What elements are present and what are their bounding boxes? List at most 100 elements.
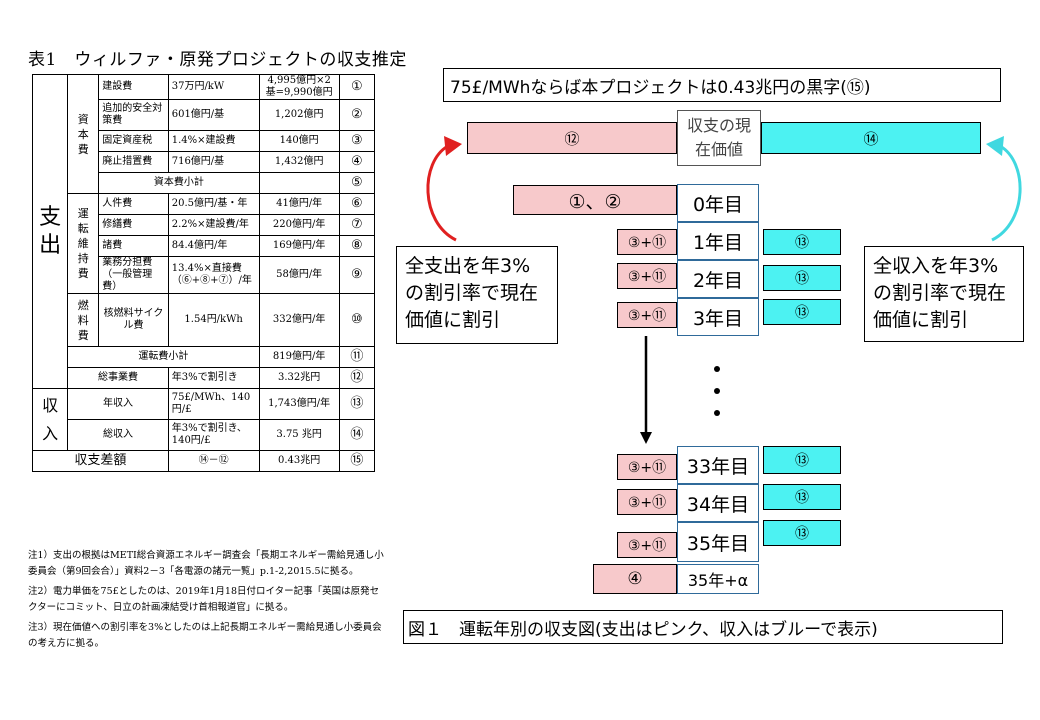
cell-unit: 716億円/基 — [167, 151, 260, 173]
ellipsis-dot — [714, 410, 720, 416]
ellipsis-dot — [714, 366, 720, 372]
year-2: 2年目 — [677, 260, 759, 298]
income-bar: ⑬ — [763, 265, 841, 291]
cell-value: 1,743億円/年 — [258, 388, 340, 420]
capital-label: 資本費 — [67, 74, 100, 194]
table-row: 諸費 84.4億円/年 169億円/年 ⑧ — [33, 235, 376, 257]
cell-num: ⑧ — [338, 235, 376, 257]
pv-income-bar: ⑭ — [761, 122, 981, 154]
pv-label: 収支の現在価値 — [677, 110, 761, 166]
cell-item: 建設費 — [98, 74, 169, 100]
cell-item: 年収入 — [67, 388, 169, 420]
cell-unit: 84.4億円/年 — [167, 235, 260, 257]
note-2: 注2）電力単価を75£としたのは、2019年1月18日付ロイター記事「英国は原発… — [28, 586, 380, 613]
cell-num: ⑪ — [338, 346, 376, 368]
table-row: 運転費小計 819億円/年 ⑪ — [33, 346, 376, 368]
right-note: 全収入を年3%の割引率で現在価値に割引 — [864, 246, 1024, 342]
cell-unit: 年3%で割引き、140円/£ — [167, 419, 260, 451]
cell-item: 収支差額 — [32, 450, 169, 472]
cell-num: ⑬ — [338, 388, 376, 420]
note-1: 注1）支出の根拠はMETI総合資源エネルギー調査会「長期エネルギー需給見通し小委… — [28, 550, 384, 577]
cell-num: ② — [338, 99, 376, 131]
table-title: 表1 ウィルファ・原発プロジェクトの収支推定 — [28, 50, 407, 70]
initial-cost-bar: ①、② — [513, 185, 677, 215]
table-row: 総収入 年3%で割引き、140円/£ 3.75 兆円 ⑭ — [33, 419, 376, 451]
cell-num: ⑩ — [338, 293, 376, 347]
cell-num: ⑨ — [338, 256, 376, 294]
cell-item: 運転費小計 — [67, 346, 260, 368]
op-cost-bar: ③+⑪ — [617, 489, 677, 515]
headline-box: 75£/MWhならば本プロジェクトは0.43兆円の黒字(⑮) — [443, 68, 1001, 102]
table-row: 追加的安全対策費 601億円/基 1,202億円 ② — [33, 99, 376, 131]
cell-num: ⑦ — [338, 214, 376, 236]
cell-value: 0.43兆円 — [258, 450, 340, 472]
cell-unit: 13.4%×直接費（⑥+⑧+⑦）/年 — [167, 256, 260, 294]
cell-unit: 年3%で割引き — [167, 367, 260, 389]
table-row: 業務分担費（一般管理費） 13.4%×直接費（⑥+⑧+⑦）/年 58億円/年 ⑨ — [33, 256, 376, 294]
cell-value: 819億円/年 — [258, 346, 340, 368]
expense-label: 支出 — [31, 74, 69, 389]
right-curved-arrow-icon — [986, 136, 1022, 242]
cell-item: 人件費 — [98, 193, 169, 215]
cell-item: 総事業費 — [67, 367, 169, 389]
pv-cost-bar: ⑫ — [467, 122, 677, 154]
cell-num: ③ — [338, 130, 376, 152]
table-row: 収入 年収入 75£/MWh、140円/£ 1,743億円/年 ⑬ — [31, 388, 376, 451]
cell-num: ⑭ — [338, 419, 376, 451]
cell-item: 固定資産税 — [98, 130, 169, 152]
table-row: 固定資産税 1.4%×建設費 140億円 ③ — [33, 130, 376, 152]
income-bar: ⑬ — [763, 484, 841, 510]
table-row: 総事業費 年3%で割引き 3.32兆円 ⑫ — [33, 367, 376, 389]
cell-unit: 601億円/基 — [167, 99, 260, 131]
table-row: 廃止措置費 716億円/基 1,432億円 ④ — [33, 151, 376, 173]
cell-item: 修繕費 — [98, 214, 169, 236]
cell-num: ⑥ — [338, 193, 376, 215]
cell-unit: 1.4%×建設費 — [167, 130, 260, 152]
year-34: 34年目 — [677, 484, 759, 522]
balance-table: 支出 資本費 建設費 37万円/kW 4,995億円×2基=9,990億円 ① … — [31, 74, 376, 472]
cell-num: ⑮ — [338, 450, 376, 472]
year-0: 0年目 — [677, 184, 759, 222]
cell-value: 169億円/年 — [258, 235, 340, 257]
op-cost-bar: ③+⑪ — [617, 263, 677, 289]
year-35: 35年目 — [677, 522, 759, 562]
cell-value: 4,995億円×2基=9,990億円 — [258, 74, 340, 100]
cell-value: 58億円/年 — [258, 256, 340, 294]
cell-unit: 75£/MWh、140円/£ — [167, 388, 260, 420]
cell-unit: 2.2%×建設費/年 — [167, 214, 260, 236]
op-cost-bar: ③+⑪ — [617, 454, 677, 480]
year-1: 1年目 — [677, 222, 759, 260]
table-notes: 注1）支出の根拠はMETI総合資源エネルギー調査会「長期エネルギー需給見通し小委… — [28, 548, 388, 656]
year-33: 33年目 — [677, 446, 759, 484]
cell-unit: ⑭－⑫ — [167, 450, 260, 472]
cell-value: 140億円 — [258, 130, 340, 152]
note-3: 注3）現在価値への割引率を3%としたのは上記長期エネルギー需給見通し小委員会の考… — [28, 622, 382, 649]
cell-item: 核燃料サイクル費 — [98, 293, 169, 347]
cell-value: 1,432億円 — [258, 151, 340, 173]
cell-value: 220億円/年 — [258, 214, 340, 236]
cell-num: ⑤ — [338, 172, 376, 194]
cell-value — [258, 172, 340, 194]
income-bar: ⑬ — [763, 299, 841, 325]
cell-unit: 37万円/kW — [167, 74, 260, 100]
op-cost-bar: ③+⑪ — [617, 229, 677, 255]
cell-value: 332億円/年 — [258, 293, 340, 347]
cell-item: 業務分担費（一般管理費） — [98, 256, 169, 294]
cell-num: ⑫ — [338, 367, 376, 389]
table-row: 運転維持費 人件費 20.5億円/基・年 41億円/年 ⑥ — [33, 193, 376, 294]
left-curved-arrow-icon — [426, 136, 462, 242]
year-3: 3年目 — [677, 298, 759, 336]
decommission-bar: ④ — [593, 564, 677, 594]
op-cost-bar: ③+⑪ — [617, 302, 677, 328]
year-35-plus: 35年+α — [677, 564, 759, 594]
cell-value: 1,202億円 — [258, 99, 340, 131]
table-row: 支出 資本費 建設費 37万円/kW 4,995億円×2基=9,990億円 ① — [31, 74, 376, 389]
income-bar: ⑬ — [763, 229, 841, 255]
table-row: 収支差額 ⑭－⑫ 0.43兆円 ⑮ — [32, 450, 376, 472]
time-arrow-icon — [640, 336, 652, 444]
cell-item: 資本費小計 — [98, 172, 260, 194]
fuel-label: 燃料費 — [67, 293, 100, 347]
income-bar: ⑬ — [763, 520, 841, 546]
cell-unit: 1.54円/kWh — [167, 293, 260, 347]
cell-num: ① — [338, 74, 376, 100]
